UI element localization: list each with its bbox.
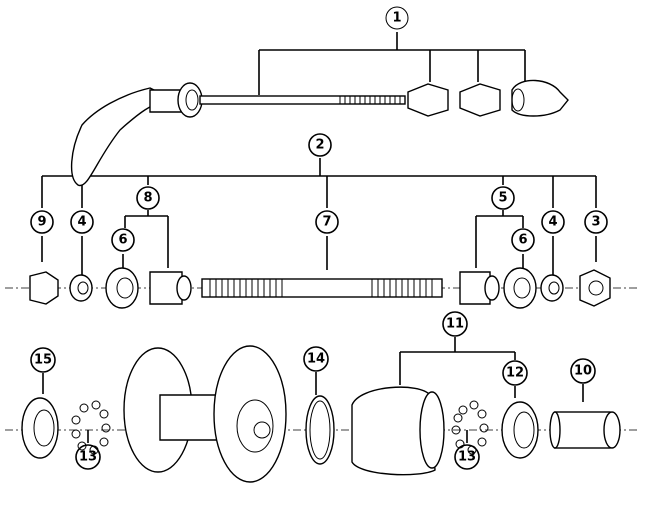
svg-text:4: 4 <box>77 215 86 230</box>
quick-release-skewer <box>70 79 569 187</box>
svg-text:9: 9 <box>37 215 46 230</box>
callout-4-left: 4 <box>70 210 94 234</box>
callout-13-left: 13 <box>75 444 101 470</box>
callout-11: 11 <box>442 311 468 337</box>
svg-text:13: 13 <box>79 450 97 465</box>
svg-text:8: 8 <box>143 191 152 206</box>
hub-assembly <box>21 345 621 483</box>
callout-1: 1 <box>385 6 409 30</box>
svg-text:5: 5 <box>498 191 507 206</box>
svg-text:6: 6 <box>118 233 127 248</box>
callout-7: 7 <box>315 210 339 234</box>
callout-8: 8 <box>136 186 160 210</box>
svg-text:1: 1 <box>392 11 401 26</box>
svg-text:2: 2 <box>315 138 324 153</box>
callout-10: 10 <box>570 358 596 384</box>
callout-14: 14 <box>303 346 329 372</box>
svg-text:15: 15 <box>34 353 52 368</box>
axle-assembly <box>29 267 611 309</box>
callout-15: 15 <box>30 347 56 373</box>
callout-12: 12 <box>502 360 528 386</box>
svg-text:14: 14 <box>307 352 325 367</box>
svg-text:4: 4 <box>548 215 557 230</box>
svg-text:6: 6 <box>518 233 527 248</box>
callout-5: 5 <box>491 186 515 210</box>
callout-6-left: 6 <box>111 228 135 252</box>
svg-text:13: 13 <box>458 450 476 465</box>
callout-6-right: 6 <box>511 228 535 252</box>
callout-4-right: 4 <box>541 210 565 234</box>
callout-13-right: 13 <box>454 444 480 470</box>
callout-3: 3 <box>584 210 608 234</box>
svg-text:7: 7 <box>322 215 331 230</box>
svg-text:3: 3 <box>591 215 600 230</box>
leader-lines <box>41 32 597 443</box>
callout-2: 2 <box>308 133 332 157</box>
svg-text:12: 12 <box>506 366 524 381</box>
svg-text:10: 10 <box>574 364 592 379</box>
callout-9: 9 <box>30 210 54 234</box>
svg-text:11: 11 <box>446 317 464 332</box>
